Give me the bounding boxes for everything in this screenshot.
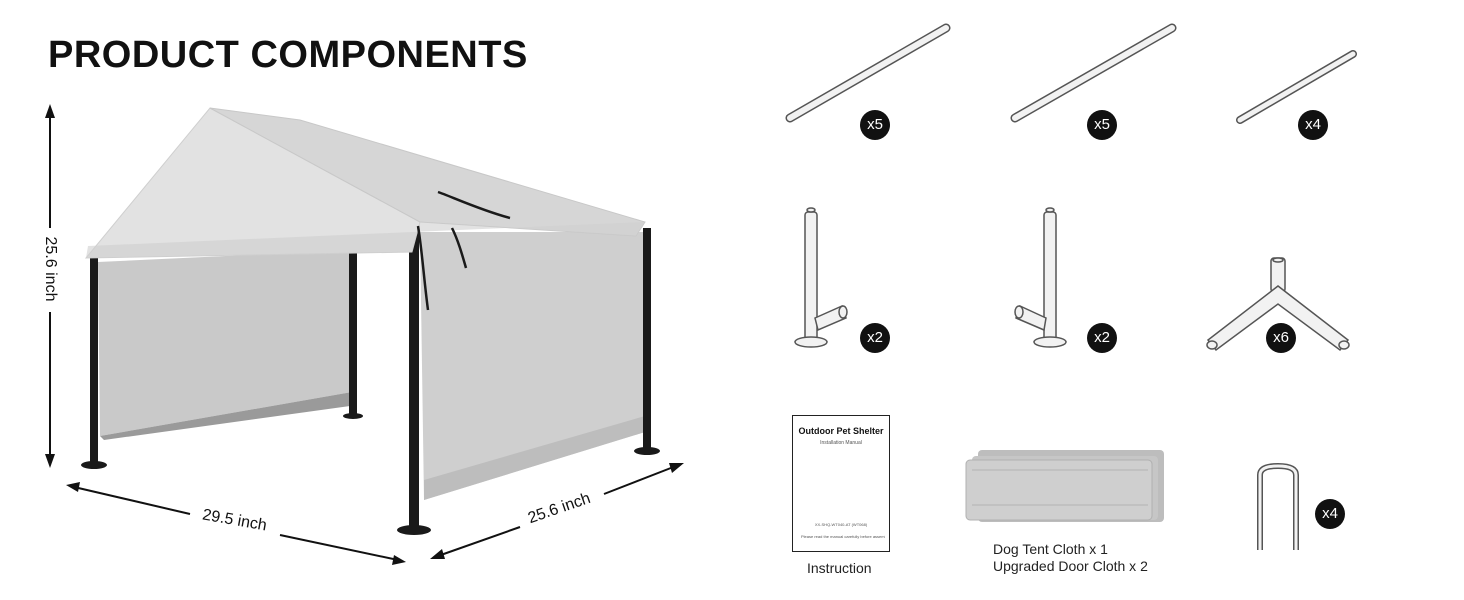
long-pole-icon [785, 23, 951, 123]
rear-side-foot [634, 447, 660, 455]
back-left-leg [90, 258, 98, 464]
qty-badge-left-corner-leg: x2 [860, 323, 890, 353]
tent-roof-eave [86, 222, 645, 258]
qty-badge-long-pole: x5 [860, 110, 890, 140]
tent-side-wall-shade [424, 416, 645, 500]
ground-stake-icon [1257, 462, 1299, 550]
tent-back-wall-bottom [100, 392, 352, 440]
instruction-manual: Outdoor Pet Shelter Installation Manual … [792, 415, 890, 552]
back-right-foot [343, 413, 363, 419]
roof-connector-icon [1206, 257, 1350, 352]
back-left-foot [81, 461, 107, 469]
manual-subtitle: Installation Manual [820, 440, 862, 446]
height-label: 25.6 inch [42, 236, 59, 302]
manual-title: Outdoor Pet Shelter [798, 426, 884, 436]
tent-tie-right [450, 227, 468, 269]
qty-badge-roof-connector: x6 [1266, 323, 1296, 353]
right-corner-leg-icon [1014, 207, 1067, 348]
back-right-leg [349, 252, 357, 416]
depth-dimension-arrow [430, 463, 684, 559]
qty-badge-ground-stake: x4 [1315, 499, 1345, 529]
folded-cloth-icon [965, 450, 1164, 522]
left-corner-leg-icon [794, 207, 848, 348]
manual-caption: Instruction [807, 560, 872, 576]
front-foot [397, 525, 431, 535]
tent-illustration [45, 104, 684, 565]
medium-pole-icon [1010, 23, 1177, 123]
height-dimension-arrow [45, 104, 55, 468]
qty-badge-short-pole: x4 [1298, 110, 1328, 140]
short-pole-icon [1236, 50, 1357, 124]
components-illustration [785, 23, 1357, 550]
qty-badge-right-corner-leg: x2 [1087, 323, 1117, 353]
width-dimension-arrow [66, 482, 406, 565]
tent-tie-left [416, 225, 430, 311]
page-title: PRODUCT COMPONENTS [48, 34, 528, 76]
tent-tie-top [437, 190, 511, 220]
qty-badge-medium-pole: x5 [1087, 110, 1117, 140]
manual-note: Please read the manual carefully before … [801, 534, 885, 539]
rear-side-leg [643, 228, 651, 448]
tent-back-wall [98, 250, 352, 436]
front-leg [409, 228, 419, 528]
manual-code: XX-SHQ-WT040-AT (WT068) [814, 522, 868, 527]
cloth-caption-line2: Upgraded Door Cloth x 2 [993, 558, 1148, 574]
cloth-caption-line1: Dog Tent Cloth x 1 [993, 541, 1108, 557]
